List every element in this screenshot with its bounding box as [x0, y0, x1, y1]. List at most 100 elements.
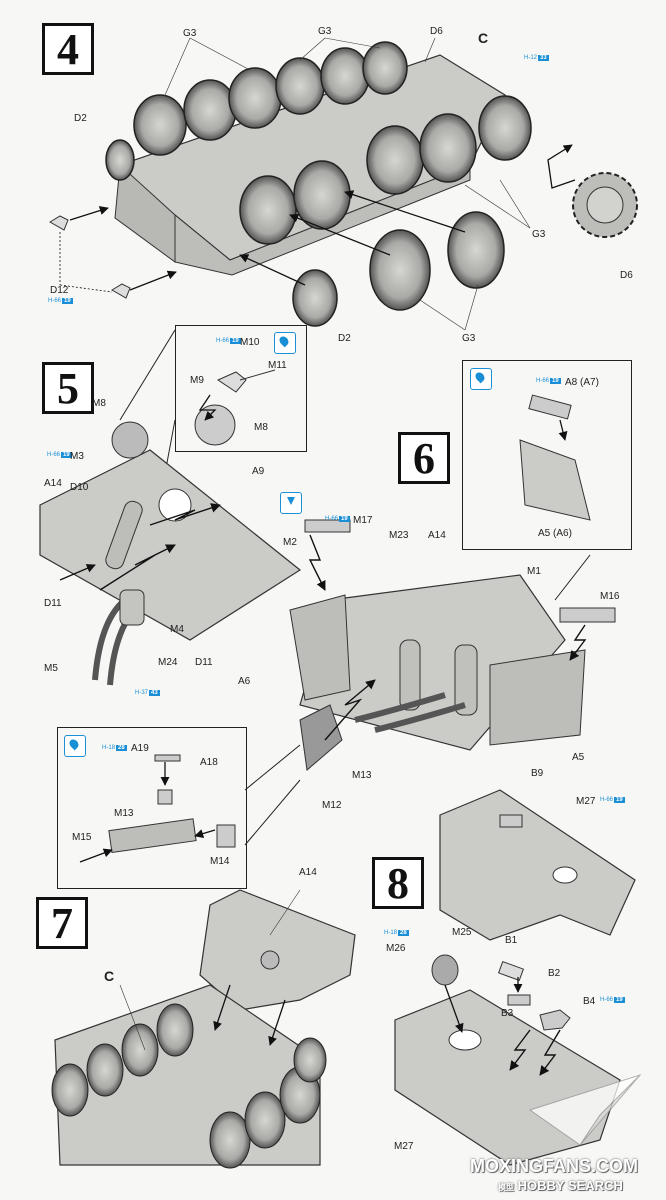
paint-drop-icon [470, 368, 492, 390]
part-label: D11 [195, 657, 213, 668]
watermark-brand: 模型 HOBBY SEARCH [498, 1178, 623, 1193]
part-label: M12 [322, 800, 342, 811]
part-d12-top [49, 215, 69, 231]
step7-diagram [51, 889, 356, 1169]
part-label: G3 [183, 28, 197, 39]
part-label: A5 (A6) [538, 528, 572, 539]
part-label: M15 [72, 832, 92, 843]
exhaust-m4-m24 [92, 589, 145, 686]
step-number-7: 7 [36, 897, 88, 949]
idler-d2 [292, 269, 338, 327]
part-b3-b4 [539, 1009, 571, 1031]
part-label: M26 [386, 943, 406, 954]
part-label: A14 [428, 530, 446, 541]
step-number-4: 4 [42, 23, 94, 75]
part-label: G3 [532, 229, 546, 240]
part-label: M11 [268, 360, 287, 371]
part-label: C [104, 968, 115, 984]
callout-box-step7 [57, 727, 247, 889]
part-label: B1 [505, 935, 518, 946]
watermark-site: MOXINGFANS.COM [470, 1156, 639, 1176]
exhaust-m3 [105, 500, 143, 570]
part-label: D10 [70, 482, 89, 493]
step-number-8: 8 [372, 857, 424, 909]
part-label: M23 [389, 530, 409, 541]
part-label: M13 [352, 770, 372, 781]
part-label: D2 [74, 113, 87, 124]
part-m25 [431, 954, 459, 986]
part-label: M9 [190, 375, 204, 386]
part-label: A5 [572, 752, 585, 763]
part-label: M27 [576, 796, 596, 807]
part-m16 [559, 607, 616, 623]
part-label: M27 [394, 1141, 414, 1152]
part-label: M4 [170, 624, 184, 635]
part-label: M1 [527, 566, 541, 577]
part-b2 [507, 994, 531, 1006]
step5-diagram [39, 421, 302, 686]
callout-m13-parts [79, 754, 236, 863]
part-label: A14 [44, 478, 62, 489]
callout-box-step6 [462, 360, 632, 550]
glue-icon [280, 492, 302, 514]
wheels-back-row [105, 41, 408, 181]
part-label: B3 [501, 1008, 514, 1019]
paint-drop-icon [64, 735, 86, 757]
part-label: G3 [462, 333, 476, 344]
wheels-front-row [239, 95, 532, 245]
part-label: A18 [200, 757, 218, 768]
part-label: M3 [70, 451, 84, 462]
part-label: A6 [238, 676, 251, 687]
part-b9-mount [499, 814, 523, 828]
assembly-m13-m12 [299, 704, 343, 771]
callout-a8-a5 [519, 394, 591, 521]
step6-diagram [289, 519, 616, 771]
part-m8 [111, 421, 149, 459]
hull-side-front [174, 164, 471, 276]
callout-m9-m10 [194, 369, 276, 446]
part-label: M24 [158, 657, 178, 668]
part-label: B4 [583, 996, 596, 1007]
part-label: M17 [353, 515, 373, 526]
part-b1 [497, 960, 525, 982]
step-number-6: 6 [398, 432, 450, 484]
part-d12-bottom [111, 283, 131, 299]
part-label: M16 [600, 591, 620, 602]
part-label: D12 [50, 285, 69, 296]
part-label: M5 [44, 663, 58, 674]
part-label: M25 [452, 927, 472, 938]
wheel-g3-loose-2 [447, 211, 505, 289]
part-label: B9 [531, 768, 544, 779]
plate-a14-step5 [39, 449, 302, 641]
paint-drop-icon [274, 332, 296, 354]
part-label: D6 [430, 26, 443, 37]
part-label: B2 [548, 968, 561, 979]
part-label: M10 [240, 337, 260, 348]
part-label: A19 [131, 743, 149, 754]
wheel-g3-loose-1 [369, 229, 431, 311]
box-a6 [289, 594, 351, 701]
exhaust-pipes-step6 [354, 639, 478, 733]
part-label: M8 [254, 422, 268, 433]
callout-box-step5 [175, 325, 307, 452]
part-label: M14 [210, 856, 230, 867]
step4-diagram [49, 37, 638, 331]
part-label: M13 [114, 808, 134, 819]
part-label: A9 [252, 466, 265, 477]
step-number-5: 5 [42, 362, 94, 414]
part-label: C [478, 30, 489, 46]
part-label: G3 [318, 26, 332, 37]
